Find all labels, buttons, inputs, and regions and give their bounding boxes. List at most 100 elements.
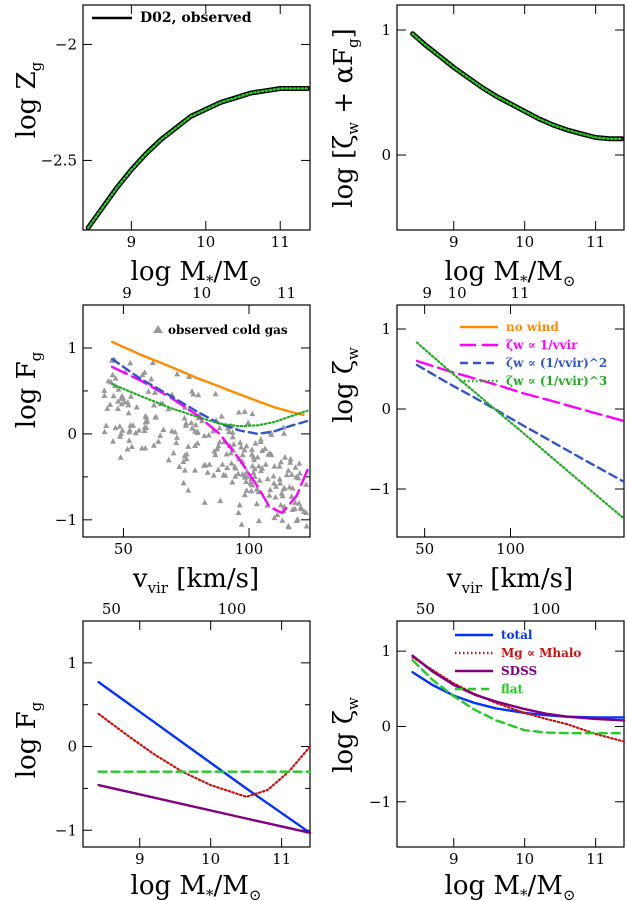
scatter-point bbox=[182, 422, 189, 428]
scatter-point bbox=[173, 434, 180, 440]
scatter-point bbox=[294, 516, 301, 522]
y-tick-label: 1 bbox=[381, 642, 391, 660]
scatter-point bbox=[188, 419, 195, 426]
scatter-point bbox=[278, 458, 285, 465]
scatter-point bbox=[235, 470, 242, 477]
scatter-point bbox=[303, 522, 310, 529]
scatter-point bbox=[205, 432, 212, 438]
scatter-point bbox=[215, 466, 222, 472]
y-tick-label: 1 bbox=[381, 320, 391, 338]
scatter-point bbox=[279, 492, 286, 499]
plot-frame bbox=[82, 304, 311, 538]
scatter-point bbox=[117, 433, 124, 439]
scatter-point bbox=[148, 375, 155, 382]
scatter-point bbox=[101, 428, 108, 435]
scatter-point bbox=[127, 422, 134, 428]
y-tick-label: −1 bbox=[55, 821, 77, 839]
scatter-point bbox=[238, 521, 245, 527]
scatter-point bbox=[230, 441, 237, 447]
x-tick-label: 10 bbox=[196, 233, 215, 251]
plot-frame bbox=[82, 4, 311, 231]
scatter-point bbox=[296, 500, 303, 506]
scatter-point bbox=[248, 487, 255, 494]
scatter-point bbox=[199, 417, 206, 424]
series-line bbox=[110, 340, 305, 417]
x-tick-label: 9 bbox=[135, 850, 145, 868]
scatter-point bbox=[200, 462, 207, 468]
x-tick-label: 11 bbox=[586, 233, 605, 251]
scatter-point bbox=[224, 424, 231, 431]
scatter-point bbox=[210, 472, 217, 478]
top-axis-label: 10 bbox=[192, 284, 211, 302]
legend-label: SDSS bbox=[501, 664, 537, 678]
scatter-point bbox=[267, 486, 274, 493]
series-line bbox=[85, 86, 311, 231]
scatter-point bbox=[109, 371, 116, 378]
scatter-point bbox=[185, 443, 192, 449]
x-tick-label: 11 bbox=[586, 850, 605, 868]
scatter-point bbox=[229, 429, 236, 435]
scatter-point bbox=[105, 377, 112, 384]
scatter-point bbox=[270, 472, 277, 479]
scatter-point bbox=[255, 517, 262, 524]
x-tick-label: 100 bbox=[496, 540, 525, 558]
scatter-point bbox=[181, 415, 188, 421]
x-axis-label: log M*/M⊙ bbox=[445, 871, 576, 901]
scatter-point bbox=[201, 432, 208, 439]
scatter-point bbox=[153, 414, 160, 420]
scatter-point bbox=[214, 445, 221, 452]
scatter-point bbox=[255, 462, 262, 469]
scatter-point bbox=[115, 386, 122, 392]
scatter-point bbox=[172, 428, 179, 435]
scatter-point bbox=[276, 475, 283, 482]
scatter-point bbox=[266, 492, 273, 498]
scatter-point bbox=[243, 478, 250, 485]
scatter-point bbox=[241, 446, 248, 453]
scatter-point bbox=[127, 393, 134, 399]
scatter-point bbox=[259, 465, 266, 471]
scatter-point bbox=[296, 460, 303, 466]
scatter-point bbox=[145, 388, 152, 394]
scatter-point bbox=[273, 483, 280, 489]
scatter-point bbox=[112, 424, 119, 431]
scatter-point bbox=[238, 444, 245, 450]
scatter-point bbox=[277, 480, 284, 486]
scatter-point bbox=[229, 433, 236, 440]
scatter-point bbox=[231, 463, 238, 470]
scatter-point bbox=[239, 471, 246, 477]
scatter-point bbox=[103, 422, 110, 428]
scatter-point bbox=[150, 401, 157, 408]
x-tick-label: 10 bbox=[201, 850, 220, 868]
scatter-point bbox=[229, 478, 236, 485]
y-tick-label: −2 bbox=[55, 35, 77, 53]
scatter-point bbox=[271, 463, 278, 469]
scatter-point bbox=[138, 445, 145, 451]
scatter-point bbox=[118, 392, 125, 399]
scatter-point bbox=[118, 395, 125, 401]
series-line bbox=[97, 783, 312, 834]
scatter-point bbox=[141, 369, 148, 375]
series-line bbox=[411, 659, 626, 735]
scatter-point bbox=[112, 375, 119, 381]
y-axis-label: log ζw bbox=[329, 347, 362, 423]
scatter-point bbox=[128, 443, 135, 449]
scatter-point bbox=[194, 440, 201, 446]
y-axis-label: log Zg bbox=[12, 61, 45, 138]
scatter-point bbox=[201, 499, 208, 505]
series-line bbox=[411, 32, 624, 141]
scatter-point bbox=[180, 479, 187, 486]
legend-label: total bbox=[501, 628, 533, 642]
scatter-point bbox=[170, 449, 177, 456]
scatter-point bbox=[144, 418, 151, 424]
y-axis-label: log Fg bbox=[12, 701, 45, 778]
legend-label: no wind bbox=[506, 320, 560, 334]
x-tick-label: 11 bbox=[272, 850, 291, 868]
scatter-point bbox=[216, 438, 223, 445]
scatter-point bbox=[227, 449, 234, 456]
legend-label: observed cold gas bbox=[168, 323, 288, 337]
scatter-point bbox=[101, 392, 108, 398]
y-tick-label: 0 bbox=[67, 425, 77, 443]
